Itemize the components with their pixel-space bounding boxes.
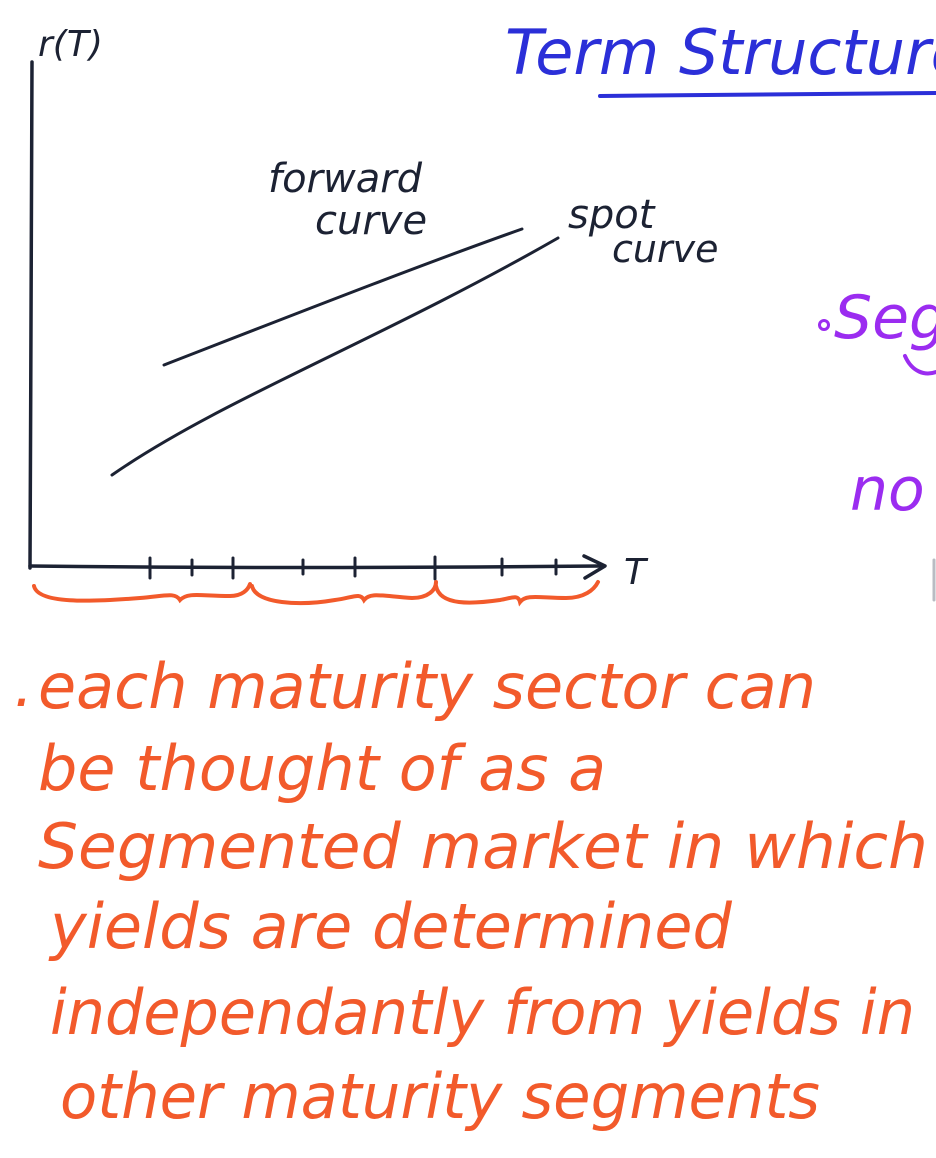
y-axis bbox=[28, 60, 34, 570]
x-axis-label: T bbox=[624, 552, 649, 593]
spot-curve-label-line1: spot bbox=[568, 192, 656, 238]
y-axis-label: r(T) bbox=[38, 24, 103, 65]
spot-curve-label-line2: curve bbox=[612, 227, 718, 271]
no-fragment: no bbox=[850, 455, 925, 525]
brace-medium bbox=[250, 580, 438, 606]
forward-curve-label-line1: forward bbox=[268, 156, 423, 202]
spot-curve-line bbox=[110, 236, 560, 477]
page-title: Term Structure bbox=[505, 16, 936, 89]
seg-descender-stroke bbox=[903, 354, 936, 376]
brace-short bbox=[32, 582, 252, 604]
title-underline bbox=[598, 91, 936, 98]
note-line-6: other maturity segments bbox=[60, 1060, 820, 1133]
x-axis-arrowhead bbox=[582, 554, 607, 580]
forward-curve-line bbox=[162, 227, 524, 367]
note-line-2: be thought of as a bbox=[38, 732, 606, 805]
maturity-segment-braces bbox=[32, 580, 600, 607]
forward-curve-label-line2: curve bbox=[315, 198, 427, 244]
seg-bullet bbox=[818, 319, 830, 331]
brace-long bbox=[434, 580, 600, 607]
x-axis-ticks bbox=[148, 555, 558, 581]
seg-fragment: Seg bbox=[834, 283, 936, 353]
note-line-3: Segmented market in which bbox=[38, 810, 928, 883]
note-line-4: yields are determined bbox=[48, 890, 732, 963]
note-line-1: each maturity sector can bbox=[38, 650, 816, 723]
note-line-5: independantly from yields in bbox=[50, 976, 915, 1049]
x-axis bbox=[28, 564, 602, 570]
note-bullet: . bbox=[14, 651, 33, 721]
